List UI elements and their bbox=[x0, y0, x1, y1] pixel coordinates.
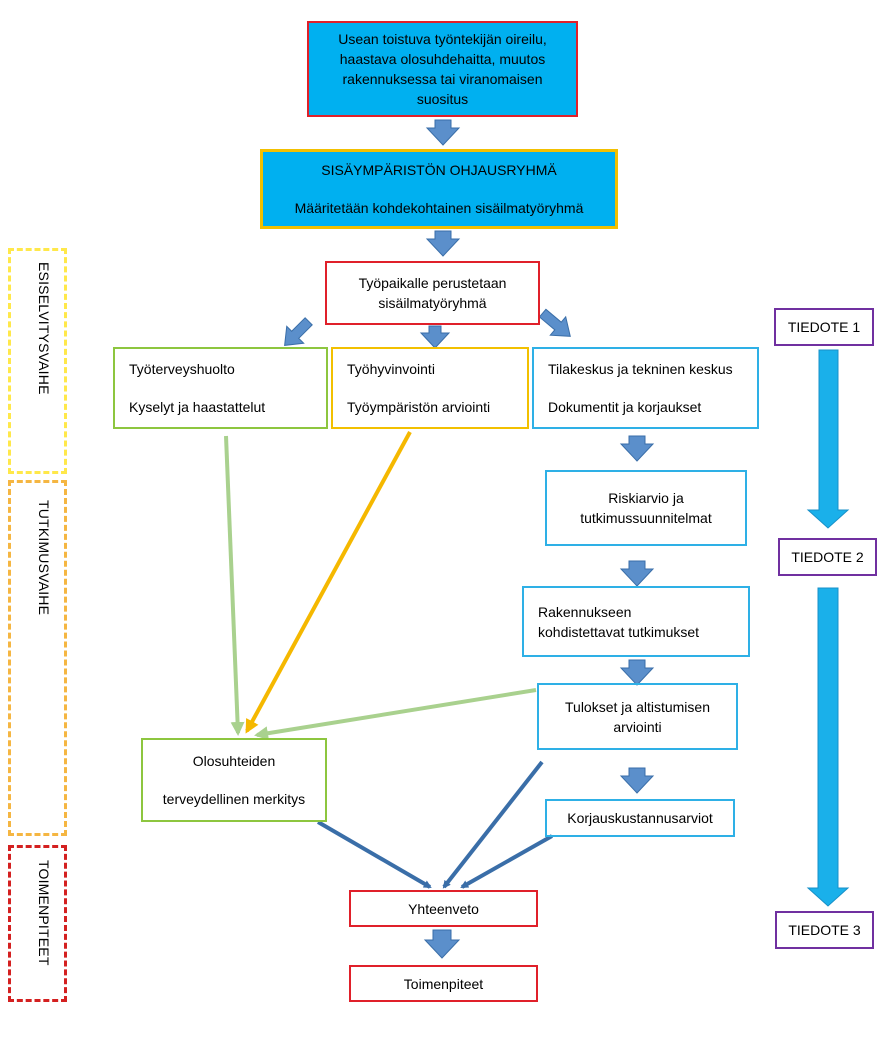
phase-frame-toimenpiteet bbox=[8, 845, 67, 1002]
node-health-significance-text: terveydellinen merkitys bbox=[162, 791, 306, 807]
node-trigger-line-4: suositus bbox=[416, 91, 469, 107]
bulletin-3: TIEDOTE 3 bbox=[775, 911, 874, 949]
node-steering-title: SISÄYMPÄRISTÖN OHJAUSRYHMÄ bbox=[321, 162, 557, 178]
node-building-studies-line-1: Rakennukseen bbox=[538, 603, 632, 620]
connector-wellbeing-to-significance bbox=[245, 431, 412, 734]
node-health-significance: Olosuhteiden terveydellinen merkitys bbox=[141, 738, 327, 822]
block-arrow-6 bbox=[619, 767, 655, 794]
node-repair-costs-label: Korjauskustannusarviot bbox=[567, 810, 713, 826]
node-trigger-line-1: Usean toistuva työntekijän oireilu, bbox=[338, 31, 547, 47]
node-steering-text: Määritetään kohdekohtainen sisäilmatyöry… bbox=[294, 200, 584, 216]
node-wellbeing: Työhyvinvointi Työympäristön arviointi bbox=[331, 347, 529, 429]
node-summary: Yhteenveto bbox=[349, 890, 538, 927]
node-risk-assessment: Riskiarvio ja tutkimussuunnitelmat bbox=[545, 470, 747, 546]
block-arrow-1 bbox=[425, 119, 461, 146]
block-arrow-5 bbox=[619, 659, 655, 686]
connector-significance-to-summary bbox=[316, 820, 432, 889]
connector-results-to-significance bbox=[254, 688, 537, 741]
node-health-significance-title: Olosuhteiden bbox=[192, 753, 276, 769]
bulletin-1: TIEDOTE 1 bbox=[774, 308, 874, 346]
phase-label-toimenpiteet: TOIMENPITEET bbox=[36, 860, 52, 966]
node-building-studies: Rakennukseen kohdistettavat tutkimukset bbox=[522, 586, 750, 657]
phase-frame-esiselvitys bbox=[8, 248, 67, 474]
phase-label-tutkimus: TUTKIMUSVAIHE bbox=[36, 500, 52, 616]
node-workgroup: Työpaikalle perustetaan sisäilmatyöryhmä bbox=[325, 261, 540, 325]
bulletin-arrow-1 bbox=[806, 349, 850, 529]
phase-frame-tutkimus bbox=[8, 480, 67, 836]
node-results: Tulokset ja altistumisen arviointi bbox=[537, 683, 738, 750]
node-steering-group: SISÄYMPÄRISTÖN OHJAUSRYHMÄ Määritetään k… bbox=[260, 149, 618, 229]
node-wellbeing-title: Työhyvinvointi bbox=[347, 361, 435, 377]
connector-results-to-summary bbox=[442, 760, 544, 889]
node-workgroup-line-1: Työpaikalle perustetaan bbox=[358, 275, 507, 291]
block-arrow-2 bbox=[425, 230, 461, 257]
block-arrow-4 bbox=[619, 560, 655, 587]
bulletin-arrow-2 bbox=[806, 587, 850, 907]
block-arrow-center bbox=[419, 325, 451, 349]
connector-costs-to-summary bbox=[460, 834, 553, 889]
node-risk-line-2: tutkimussuunnitelmat bbox=[580, 510, 712, 526]
connector-health-to-significance bbox=[224, 435, 245, 736]
block-arrow-left bbox=[284, 317, 313, 346]
node-occupational-health: Työterveyshuolto Kyselyt ja haastattelut bbox=[113, 347, 328, 429]
node-facilities-text: Dokumentit ja korjaukset bbox=[548, 399, 702, 415]
bulletin-2: TIEDOTE 2 bbox=[778, 538, 877, 576]
block-arrow-right bbox=[538, 308, 571, 337]
node-workgroup-line-2: sisäilmatyöryhmä bbox=[378, 295, 487, 311]
node-facilities: Tilakeskus ja tekninen keskus Dokumentit… bbox=[532, 347, 759, 429]
node-results-line-2: arviointi bbox=[613, 718, 662, 735]
node-summary-label: Yhteenveto bbox=[408, 900, 479, 917]
block-arrow-3 bbox=[619, 435, 655, 462]
node-occupational-health-title: Työterveyshuolto bbox=[129, 361, 235, 377]
node-wellbeing-text: Työympäristön arviointi bbox=[347, 399, 491, 415]
node-facilities-title: Tilakeskus ja tekninen keskus bbox=[548, 361, 733, 377]
node-trigger: Usean toistuva työntekijän oireilu, haas… bbox=[307, 21, 578, 117]
node-repair-costs: Korjauskustannusarviot bbox=[545, 799, 735, 837]
bulletin-2-label: TIEDOTE 2 bbox=[791, 549, 864, 565]
node-results-line-1: Tulokset ja altistumisen bbox=[565, 698, 710, 715]
phase-label-esiselvitys: ESISELVITYSVAIHE bbox=[36, 262, 52, 395]
node-building-studies-line-2: kohdistettavat tutkimukset bbox=[538, 623, 700, 640]
node-occupational-health-text: Kyselyt ja haastattelut bbox=[129, 399, 266, 415]
bulletin-1-label: TIEDOTE 1 bbox=[787, 319, 861, 335]
bulletin-3-label: TIEDOTE 3 bbox=[788, 922, 861, 938]
node-trigger-line-3: rakennuksessa tai viranomaisen bbox=[342, 71, 543, 87]
node-actions-label: Toimenpiteet bbox=[403, 975, 484, 992]
node-trigger-line-2: haastava olosuhdehaitta, muutos bbox=[339, 51, 546, 67]
node-risk-line-1: Riskiarvio ja bbox=[608, 490, 684, 506]
node-actions: Toimenpiteet bbox=[349, 965, 538, 1002]
block-arrow-7 bbox=[423, 929, 461, 959]
